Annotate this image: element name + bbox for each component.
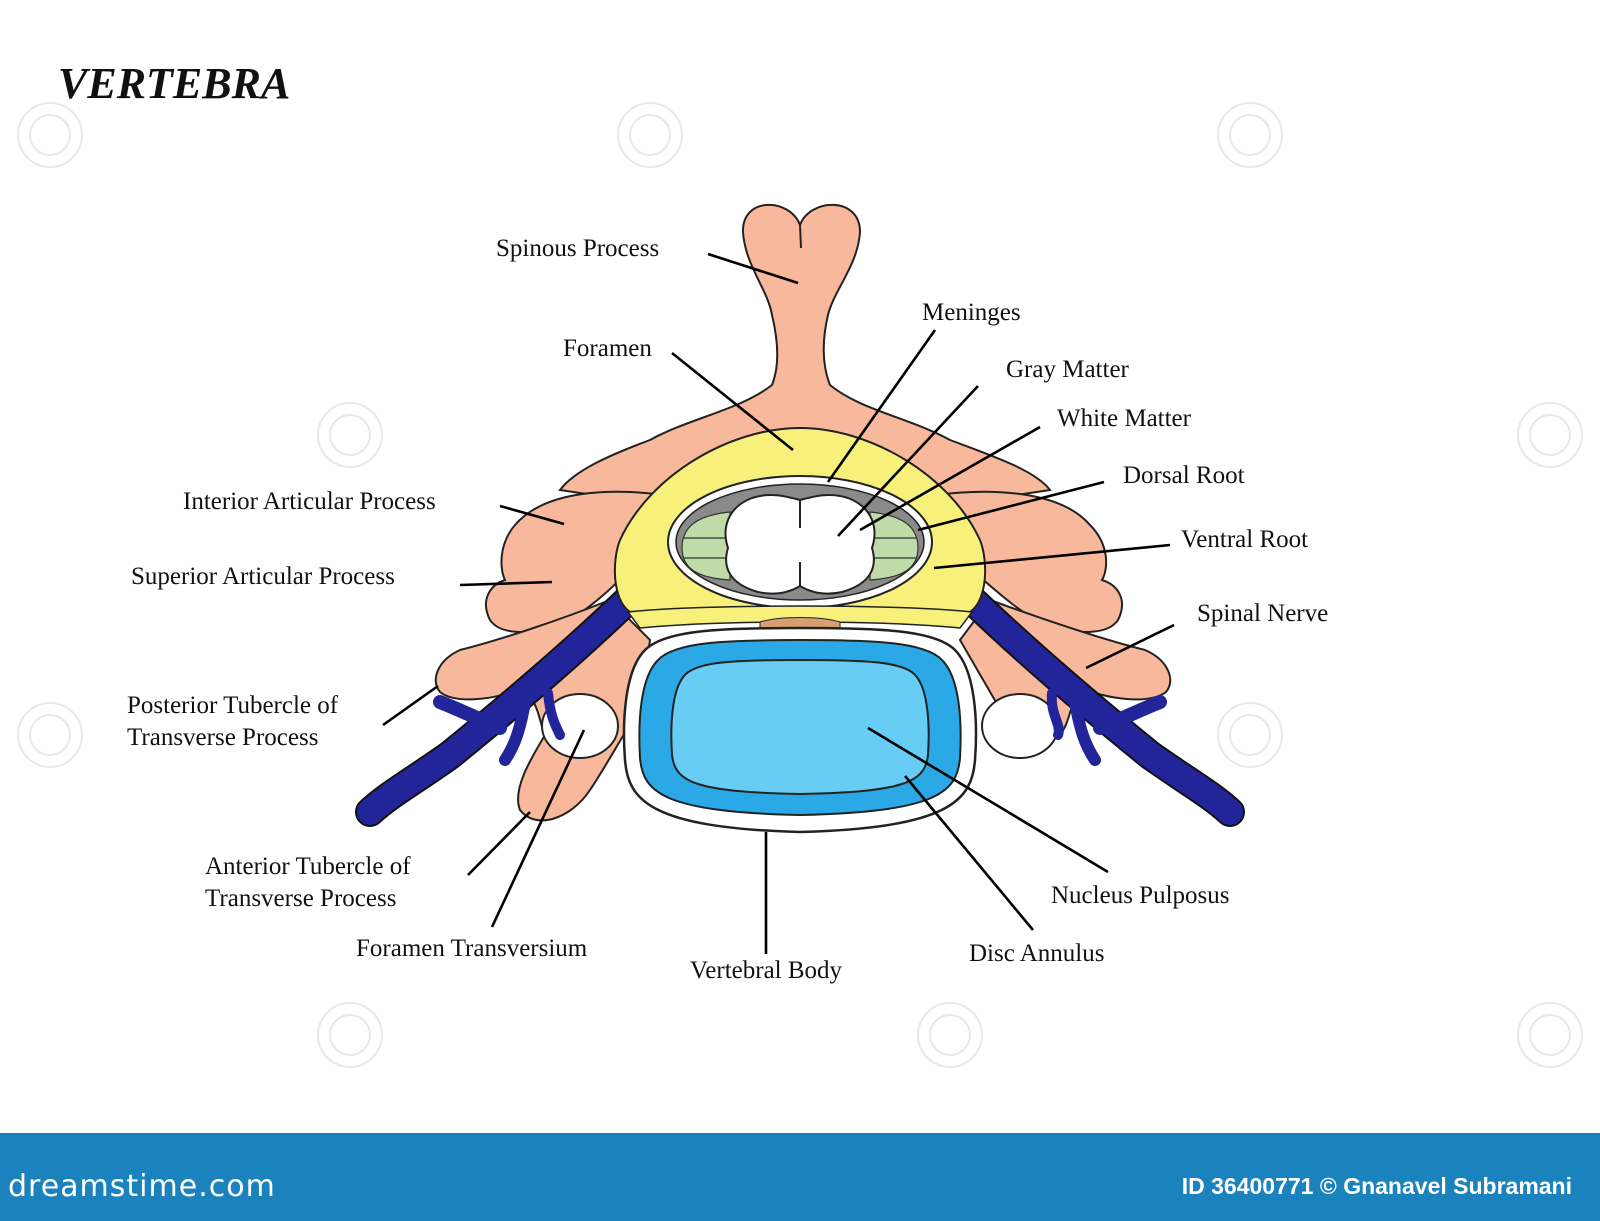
spinous-notch <box>799 224 802 249</box>
label-posterior-tubercle-line1: Posterior Tubercle of <box>127 692 339 719</box>
leader-superior-articular-process <box>459 580 553 587</box>
right-foramen-transversarium <box>981 693 1059 759</box>
label-gray-matter: Gray Matter <box>1006 356 1130 383</box>
vertebral-foramen <box>613 426 987 631</box>
leader-nucleus-pulposus <box>867 726 1109 874</box>
stock-brand-logo[interactable]: dreamstime.com <box>8 1169 276 1204</box>
leader-anterior-tubercle <box>467 811 531 876</box>
label-spinous-process: Spinous Process <box>496 235 659 262</box>
leader-posterior-tubercle <box>382 684 439 727</box>
label-spinal-nerve: Spinal Nerve <box>1197 600 1328 627</box>
label-disc-annulus: Disc Annulus <box>969 940 1104 967</box>
labels: Spinous Process Foramen Meninges Gray Ma… <box>127 235 1328 984</box>
label-anterior-tubercle-line2: Transverse Process <box>205 885 396 912</box>
label-foramen-transversium: Foramen Transversium <box>356 935 588 962</box>
label-ventral-root: Ventral Root <box>1181 526 1308 553</box>
left-transverse-process <box>434 598 652 822</box>
watermark-pattern <box>17 102 1583 1068</box>
leader-spinous-process <box>707 252 799 285</box>
leader-dorsal-root <box>917 480 1105 532</box>
label-foramen: Foramen <box>563 335 652 362</box>
image-credit: ID 36400771 © Gnanavel Subramani <box>1181 1173 1572 1199</box>
leader-foramen <box>671 351 794 452</box>
diagram-title: VERTEBRA <box>58 59 290 108</box>
vertebra-bone <box>434 203 1172 822</box>
label-superior-articular-process: Superior Articular Process <box>131 563 395 590</box>
leader-gray-matter <box>837 385 979 537</box>
leader-white-matter <box>859 425 1041 532</box>
leader-ventral-root <box>933 543 1171 570</box>
label-posterior-tubercle-line2: Transverse Process <box>127 724 318 751</box>
label-dorsal-root: Dorsal Root <box>1123 462 1245 489</box>
label-anterior-tubercle-line1: Anterior Tubercle of <box>205 853 411 880</box>
leader-interior-articular-process <box>499 504 565 526</box>
leader-disc-annulus <box>904 775 1034 931</box>
nucleus-pulposus-shape <box>670 658 930 796</box>
left-foramen-transversarium <box>541 693 619 759</box>
leader-foramen-transversium <box>490 729 586 928</box>
label-white-matter: White Matter <box>1057 405 1192 432</box>
leader-spinal-nerve <box>1085 623 1175 670</box>
label-vertebral-body: Vertebral Body <box>690 957 843 984</box>
vertebral-body <box>622 626 978 834</box>
leader-lines <box>382 252 1175 954</box>
stock-footer-bar: dreamstime.com ID 36400771 © Gnanavel Su… <box>0 1133 1600 1221</box>
label-interior-articular-process: Interior Articular Process <box>183 488 436 515</box>
label-nucleus-pulposus: Nucleus Pulposus <box>1051 882 1229 909</box>
leader-meninges <box>826 329 937 483</box>
label-meninges: Meninges <box>922 299 1021 326</box>
